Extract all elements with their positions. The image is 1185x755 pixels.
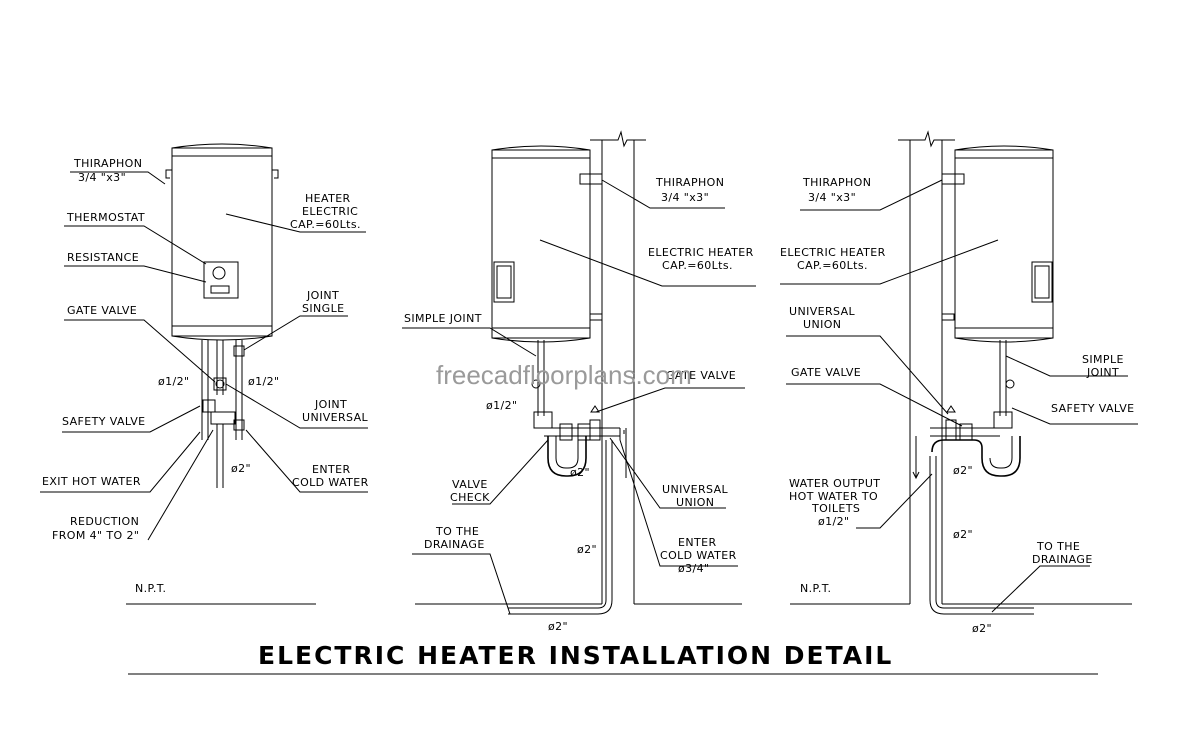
right-leader-lines: [780, 179, 1138, 613]
left-safety-valve-label: SAFETY VALVE: [62, 415, 145, 428]
middle-universal-union-type: UNION: [676, 496, 714, 509]
middle-pipes: [508, 340, 627, 615]
middle-simple-joint-label: SIMPLE JOINT: [404, 312, 482, 325]
left-dia-half-right: ø1/2": [248, 375, 280, 388]
right-universal-union-type: UNION: [803, 318, 841, 331]
right-to-drainage-type: DRAINAGE: [1032, 553, 1093, 566]
left-gate-valve-label: GATE VALVE: [67, 304, 137, 317]
left-heater-label: HEATER: [305, 192, 351, 205]
middle-thiraphon-size: 3/4 "x3": [661, 191, 709, 204]
middle-electric-heater-capacity: CAP.=60Lts.: [662, 259, 733, 272]
left-resistance-label: RESISTANCE: [67, 251, 139, 264]
middle-valve-check-label: VALVE: [452, 478, 488, 491]
right-dia-2-c: ø2": [972, 622, 992, 635]
right-water-output-label: WATER OUTPUT: [789, 477, 880, 490]
middle-dia-half-label: ø1/2": [486, 399, 518, 412]
middle-heater-tank: [491, 145, 603, 343]
right-water-output-dest: TOILETS: [811, 502, 860, 515]
left-reduction-label: REDUCTION: [70, 515, 139, 528]
left-thiraphon-size: 3/4 "x3": [78, 171, 126, 184]
middle-enter-cold-type: COLD WATER: [660, 549, 737, 562]
middle-to-drainage-label: TO THE: [435, 525, 479, 538]
watermark: freecadfloorplans.com: [436, 360, 692, 390]
right-water-output-size: ø1/2": [818, 515, 850, 528]
right-water-output-type: HOT WATER TO: [789, 490, 878, 503]
middle-gate-valve-label: GATE VALVE: [666, 369, 736, 382]
left-exit-hot-water-label: EXIT HOT WATER: [42, 475, 141, 488]
right-dia-2-a: ø2": [953, 464, 973, 477]
left-detail: THIRAPHON 3/4 "x3" THERMOSTAT RESISTANCE…: [40, 143, 369, 605]
right-thiraphon-label: THIRAPHON: [802, 176, 871, 189]
drawing-title: ELECTRIC HEATER INSTALLATION DETAIL: [258, 641, 893, 670]
right-electric-heater-label: ELECTRIC HEATER: [780, 246, 886, 259]
middle-dia-2-b: ø2": [577, 543, 597, 556]
right-gate-valve-label: GATE VALVE: [791, 366, 861, 379]
left-reduction-size: FROM 4" TO 2": [52, 529, 139, 542]
left-thermostat-label: THERMOSTAT: [66, 211, 145, 224]
right-wall: [898, 130, 955, 604]
middle-electric-heater-label: ELECTRIC HEATER: [648, 246, 754, 259]
left-thiraphon-label: THIRAPHON: [73, 157, 142, 170]
left-dia-2-label: ø2": [231, 462, 251, 475]
left-enter-cold-type: COLD WATER: [292, 476, 369, 489]
right-safety-valve-label: SAFETY VALVE: [1051, 402, 1134, 415]
right-labels: THIRAPHON 3/4 "x3" ELECTRIC HEATER CAP.=…: [780, 176, 1134, 635]
left-dia-half-left: ø1/2": [158, 375, 190, 388]
right-pipes: [912, 340, 1034, 615]
middle-dia-2-c: ø2": [548, 620, 568, 633]
left-joint-single-type: SINGLE: [302, 302, 344, 315]
right-npt-label: N.P.T.: [800, 582, 831, 595]
left-joint-single-label: JOINT: [306, 289, 339, 302]
left-labels: THIRAPHON 3/4 "x3" THERMOSTAT RESISTANCE…: [42, 157, 369, 595]
right-dia-2-b: ø2": [953, 528, 973, 541]
middle-leader-lines: [402, 179, 756, 615]
right-electric-heater-capacity: CAP.=60Lts.: [797, 259, 868, 272]
right-detail: THIRAPHON 3/4 "x3" ELECTRIC HEATER CAP.=…: [780, 130, 1138, 635]
middle-enter-cold-label: ENTER: [678, 536, 717, 549]
middle-labels: THIRAPHON 3/4 "x3" ELECTRIC HEATER CAP.=…: [404, 176, 754, 633]
left-heater-type: ELECTRIC: [302, 205, 358, 218]
left-joint-universal-type: UNIVERSAL: [302, 411, 369, 424]
middle-enter-cold-size: ø3/4": [678, 562, 710, 575]
right-to-drainage-label: TO THE: [1036, 540, 1080, 553]
left-joint-universal-label: JOINT: [314, 398, 347, 411]
middle-to-drainage-type: DRAINAGE: [424, 538, 485, 551]
left-leader-lines: [40, 171, 368, 605]
middle-valve-check-type: CHECK: [450, 491, 490, 504]
left-heater-capacity: CAP.=60Lts.: [290, 218, 361, 231]
left-enter-cold-label: ENTER: [312, 463, 351, 476]
left-heater-tank: [165, 143, 279, 341]
middle-detail: THIRAPHON 3/4 "x3" ELECTRIC HEATER CAP.=…: [402, 130, 756, 633]
right-simple-joint-type: JOINT: [1086, 366, 1119, 379]
left-thermostat-panel: [203, 261, 239, 299]
right-universal-union-label: UNIVERSAL: [789, 305, 856, 318]
middle-wall: [590, 130, 646, 604]
right-thiraphon-size: 3/4 "x3": [808, 191, 856, 204]
right-heater-tank: [941, 145, 1054, 343]
middle-dia-2-a: ø2": [570, 466, 590, 479]
right-simple-joint-label: SIMPLE: [1082, 353, 1124, 366]
middle-universal-union-label: UNIVERSAL: [662, 483, 729, 496]
left-npt-label: N.P.T.: [135, 582, 166, 595]
middle-thiraphon-label: THIRAPHON: [655, 176, 724, 189]
